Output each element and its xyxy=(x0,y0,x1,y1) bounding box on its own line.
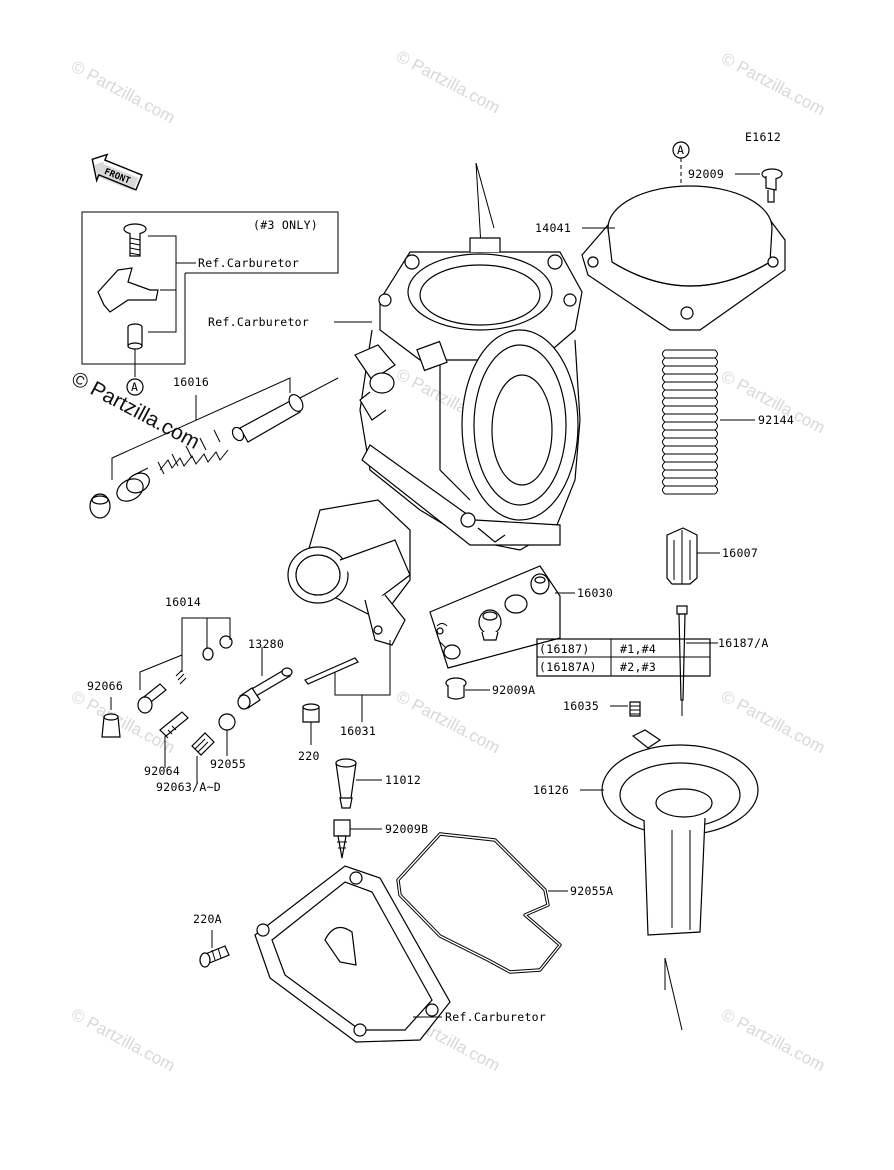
watermark: © Partzilla.com xyxy=(68,57,178,128)
inset-collar xyxy=(127,323,143,350)
callout-a-label: A xyxy=(131,380,138,394)
part-label: 220A xyxy=(193,912,222,926)
callout-a xyxy=(126,378,144,396)
inset-note: (#3 ONLY) xyxy=(253,218,318,232)
needle-table: (16187) #1,#4 (16187A) #2,#3 xyxy=(536,638,711,677)
part-16014: 16014 xyxy=(137,595,233,714)
part-label: 92009 xyxy=(688,167,724,181)
part-92009: 92009 xyxy=(688,167,783,203)
float-bowl: Ref.Carburetor xyxy=(254,865,546,1043)
watermark: © Partzilla.com xyxy=(68,687,178,758)
part-label: 16035 xyxy=(563,699,599,713)
part-label: 16187/A xyxy=(718,636,769,650)
watermark: © Partzilla.com xyxy=(718,687,828,758)
part-label: 16030 xyxy=(577,586,613,600)
part-16035: 16035 xyxy=(563,699,641,717)
part-label: 92055 xyxy=(210,757,246,771)
part-16126: 16126 xyxy=(533,729,759,1031)
needle-table-part: (16187) xyxy=(539,642,590,656)
inset-box: (#3 ONLY) Ref.Carburetor A xyxy=(81,211,339,396)
part-label: 11012 xyxy=(385,773,421,787)
needle-table-cyl: #2,#3 xyxy=(620,660,656,674)
part-92009b: 92009B xyxy=(333,819,428,859)
part-14041: A 14041 xyxy=(535,141,786,331)
part-16187a: 16187/A xyxy=(676,605,769,716)
part-92055: 92055 xyxy=(210,713,246,771)
part-label: 92009A xyxy=(492,683,535,697)
part-label: 16014 xyxy=(165,595,201,609)
part-label: 16031 xyxy=(340,724,376,738)
callout-a-label: A xyxy=(677,143,684,157)
part-label: 92066 xyxy=(87,679,123,693)
part-label: 92144 xyxy=(758,413,794,427)
part-label: 92055A xyxy=(570,884,613,898)
part-label: 16126 xyxy=(533,783,569,797)
needle-table-cyl: #1,#4 xyxy=(620,642,656,656)
part-92144: 92144 xyxy=(662,349,794,495)
part-11012: 11012 xyxy=(335,758,421,809)
part-label: 13280 xyxy=(248,637,284,651)
ref-carburetor-label: Ref.Carburetor xyxy=(445,1010,546,1024)
watermark: © Partzilla.com xyxy=(393,47,503,118)
part-16030: 16030 xyxy=(429,565,613,669)
ref-carburetor-label: Ref.Carburetor xyxy=(198,256,299,270)
part-92055a: 92055A xyxy=(396,832,613,974)
part-16031: 16031 xyxy=(287,499,411,738)
inset-bracket xyxy=(97,267,159,313)
carburetor-body: Ref.Carburetor xyxy=(208,162,583,551)
part-label: 220 xyxy=(298,749,320,763)
part-label: 14041 xyxy=(535,221,571,235)
part-16007: 16007 xyxy=(666,527,758,585)
part-label: 16016 xyxy=(173,375,209,389)
ref-carburetor-label: Ref.Carburetor xyxy=(208,315,309,329)
watermark: © Partzilla.com xyxy=(718,49,828,120)
front-arrow-icon: FRONT xyxy=(91,153,143,191)
part-92066: 92066 xyxy=(87,679,123,738)
part-label: 16007 xyxy=(722,546,758,560)
part-label: 92064 xyxy=(144,764,180,778)
needle-table-part: (16187A) xyxy=(539,660,597,674)
watermark: © Partzilla.com xyxy=(68,1005,178,1076)
part-220a: 220A xyxy=(193,912,230,968)
part-92009a: 92009A xyxy=(445,677,535,700)
part-13280: 13280 xyxy=(237,637,293,710)
part-92064: 92064 xyxy=(144,711,189,778)
watermark: © Partzilla.com xyxy=(718,1005,828,1076)
part-220: 220 xyxy=(298,703,320,763)
part-92063: 92063/A~D xyxy=(156,732,221,794)
part-label: 92009B xyxy=(385,822,428,836)
inset-screw xyxy=(123,223,147,257)
part-16016: 16016 xyxy=(89,375,339,519)
diagram-code: E1612 xyxy=(745,130,781,144)
part-label: 92063/A~D xyxy=(156,780,221,794)
